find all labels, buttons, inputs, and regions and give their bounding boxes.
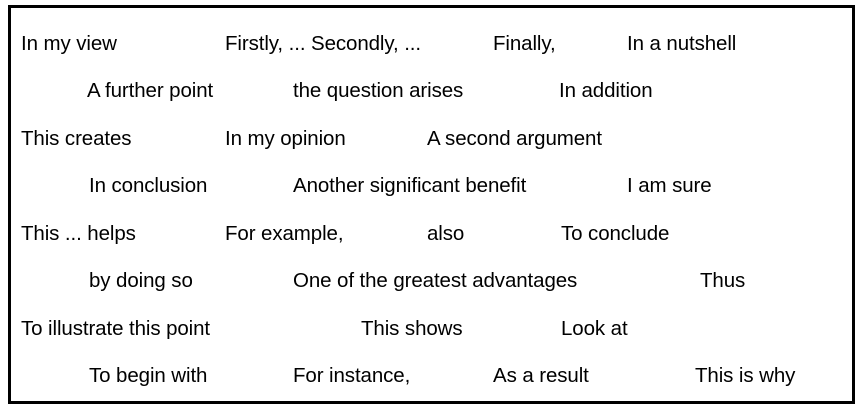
phrase-bank-frame: In my view Firstly, ... Secondly, ... Fina… [8,5,855,404]
phrase-row: In conclusion Another significant benefit… [11,171,852,201]
phrase-item: A second argument [427,127,602,150]
phrase-item: Look at [561,317,628,340]
phrase-rows-container: In my view Firstly, ... Secondly, ... Fina… [11,8,852,401]
phrase-row: A further point the question arises In add… [11,76,852,106]
phrase-item: Finally, [493,32,556,55]
phrase-row: To illustrate this point This shows Look a… [11,314,852,344]
phrase-item: This creates [21,127,132,150]
phrase-item: For instance, [293,364,411,387]
phrase-item: One of the greatest advantages [293,269,578,292]
phrase-item: Firstly, ... Secondly, ... [225,32,421,55]
phrase-item: This shows [361,317,463,340]
phrase-row: by doing so One of the greatest advantage… [11,266,852,296]
phrase-row: In my view Firstly, ... Secondly, ... Fina… [11,29,852,59]
phrase-item: A further point [87,79,214,102]
phrase-item: For example, [225,222,344,245]
phrase-item: I am sure [627,174,712,197]
phrase-item: To begin with [89,364,208,387]
phrase-item: In a nutshell [627,32,737,55]
phrase-item: by doing so [89,269,193,292]
phrase-item: In conclusion [89,174,208,197]
phrase-item: also [427,222,465,245]
phrase-item: As a result [493,364,589,387]
phrase-item: In my opinion [225,127,346,150]
phrase-item: In addition [559,79,653,102]
phrase-item: This ... helps [21,222,136,245]
phrase-item: In my view [21,32,117,55]
phrase-item: To illustrate this point [21,317,211,340]
phrase-item: Thus [700,269,746,292]
phrase-row: This creates In my opinion A second argume… [11,124,852,154]
phrase-item: the question arises [293,79,464,102]
phrase-row: This ... helps For example, also To conclud… [11,219,852,249]
phrase-item: This is why [695,364,796,387]
phrase-row: To begin with For instance, As a result Thi… [11,361,852,391]
phrase-item: To conclude [561,222,670,245]
phrase-item: Another significant benefit [293,174,527,197]
